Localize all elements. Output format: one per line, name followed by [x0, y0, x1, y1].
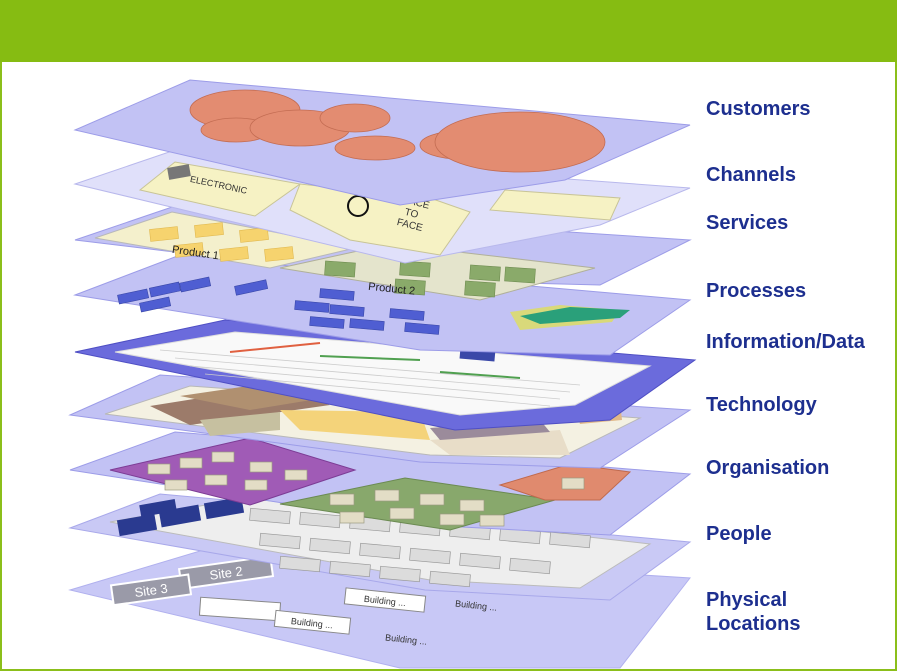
site-2-box: Site 2	[177, 555, 275, 590]
building-label-3: Building ...	[385, 632, 428, 646]
building-box-2: Building ...	[273, 609, 352, 635]
building-label-4: Building ...	[455, 598, 498, 612]
layer-people	[68, 493, 692, 601]
layer-stack-diagram: Site 2 Site 3 Building ... Building ... …	[68, 79, 697, 669]
site-3-box: Site 3	[109, 573, 193, 607]
layer-organisation	[69, 431, 692, 536]
product-2-label: Product 2	[368, 281, 416, 298]
building-box-1: Building ...	[343, 587, 427, 613]
svg-text:Site 2: Site 2	[209, 563, 244, 582]
svg-text:Site 3: Site 3	[134, 581, 169, 600]
face-label-2: TO	[403, 207, 419, 221]
layer-customers	[73, 79, 691, 206]
svg-text:Building ...: Building ...	[363, 594, 406, 608]
header-banner	[0, 0, 897, 62]
svg-text:Building ...: Building ...	[290, 616, 333, 630]
layer-processes	[73, 254, 692, 356]
computer-icon	[167, 164, 191, 180]
headset-icon	[347, 195, 369, 217]
